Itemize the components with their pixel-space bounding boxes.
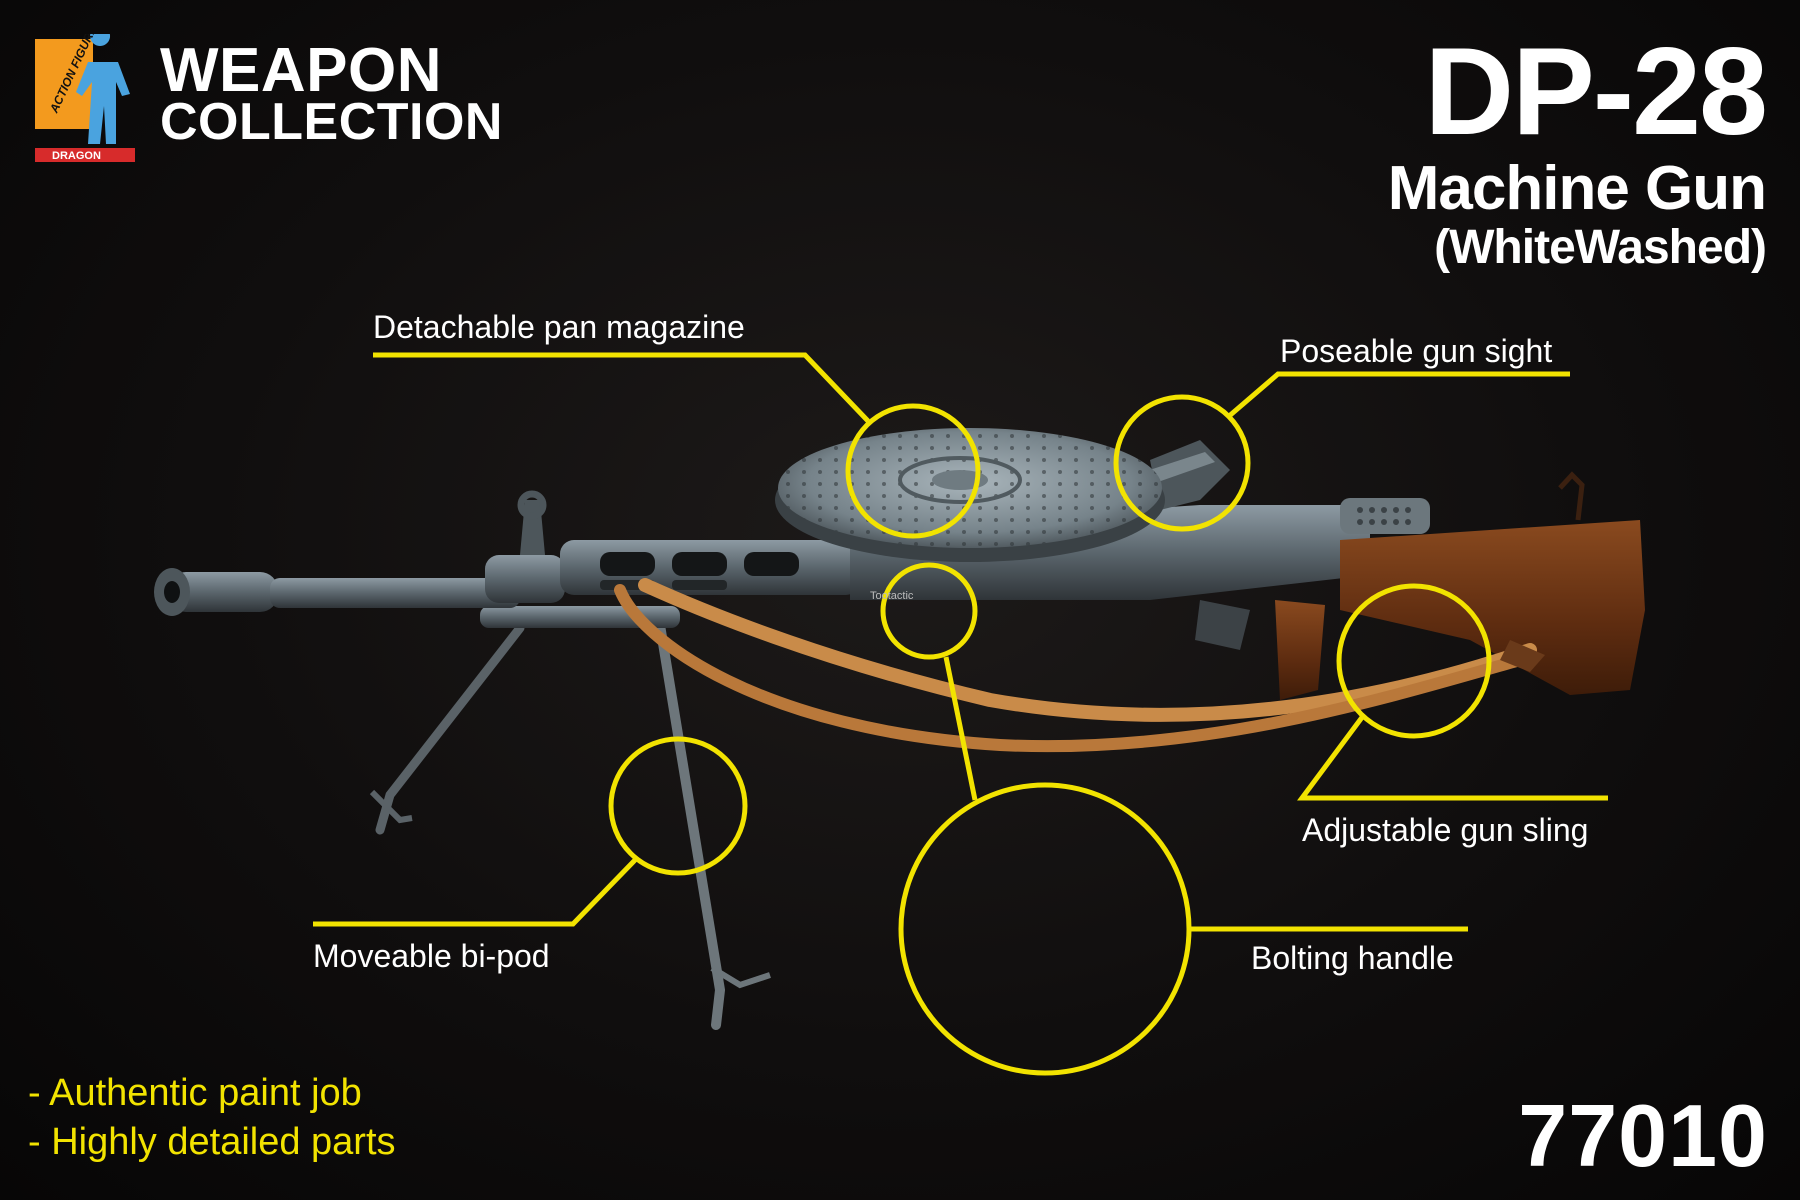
pan-magazine (775, 428, 1165, 562)
series-line-1: WEAPON (160, 36, 442, 105)
barrel (154, 490, 565, 616)
bipod-leader-line (313, 857, 638, 927)
gun-sling (614, 578, 1545, 753)
bipod-callout-ring (608, 736, 748, 876)
logo-dragon-text: DRAGON (52, 150, 101, 162)
magazine-callout-ring (845, 403, 981, 539)
watermark: Tootactic (870, 590, 914, 602)
bolt-callout-ring (898, 782, 1192, 1076)
action-figure-logo: ACTION FIGURE DRAGON (35, 34, 135, 162)
magazine-leader-line (373, 352, 870, 423)
product-code: 77010 (1518, 1086, 1768, 1185)
product-variant: (WhiteWashed) (1434, 221, 1767, 274)
callout-sight-label: Poseable gun sight (1280, 333, 1553, 369)
barrel-shroud (560, 540, 860, 595)
callout-bipod-label: Moveable bi-pod (313, 938, 550, 974)
feature-item: - Authentic paint job (28, 1072, 362, 1114)
product-subtitle: Machine Gun (1387, 154, 1767, 223)
series-line-2: COLLECTION (160, 93, 503, 152)
wooden-stock (1275, 471, 1645, 700)
sling-callout-ring (1336, 583, 1492, 739)
bolt-small-ring (880, 562, 978, 660)
sight-callout-ring (1113, 394, 1251, 532)
product-title: DP-28 (1424, 23, 1768, 161)
callout-sling-label: Adjustable gun sling (1302, 812, 1589, 848)
callout-graphics (313, 352, 1608, 1076)
callout-magazine-label: Detachable pan magazine (373, 309, 745, 345)
bolt-connector-line (943, 656, 978, 801)
callout-bolt-label: Bolting handle (1251, 940, 1454, 976)
sight-leader-line (1226, 371, 1570, 419)
weapon-collection-title: WEAPON COLLECTION (160, 36, 503, 152)
sling-leader-line (1297, 714, 1608, 801)
feature-item: - Highly detailed parts (28, 1121, 396, 1163)
product-title-block: DP-28 Machine Gun (WhiteWashed) (1387, 23, 1768, 274)
